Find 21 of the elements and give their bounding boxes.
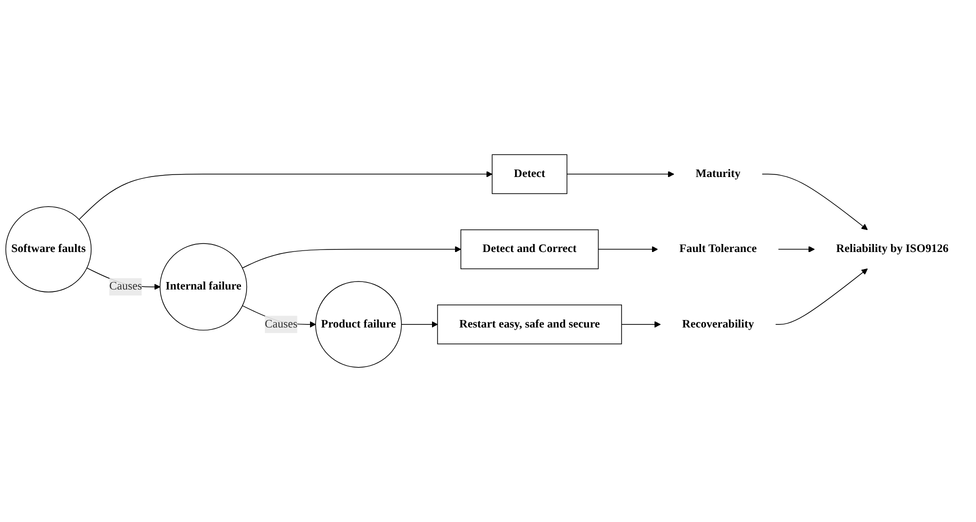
arrow: [78, 171, 492, 220]
node-text: Maturity: [696, 168, 741, 180]
node-box: Detect and Correct: [460, 229, 599, 270]
arrow: [401, 321, 438, 328]
node-text: Reliability by ISO9126: [836, 242, 949, 256]
arrow: [775, 268, 868, 325]
arrow: [598, 246, 658, 252]
node-circle: Software faults: [5, 206, 92, 292]
arrow: [762, 174, 868, 230]
node-box: Detect: [492, 154, 568, 194]
node-circle: Internal failure: [160, 243, 248, 331]
arrow: [566, 171, 674, 178]
node-circle: Product failure: [315, 281, 402, 368]
arrow: [242, 246, 462, 268]
edge-label: Causes: [264, 318, 298, 330]
node-text: Fault Tolerance: [679, 242, 757, 256]
arrow: [621, 321, 661, 328]
edge-label: Causes: [109, 280, 142, 293]
arrow: [778, 246, 815, 252]
node-box: Restart easy, safe and secure: [437, 304, 622, 344]
node-text: Recoverability: [682, 318, 754, 330]
